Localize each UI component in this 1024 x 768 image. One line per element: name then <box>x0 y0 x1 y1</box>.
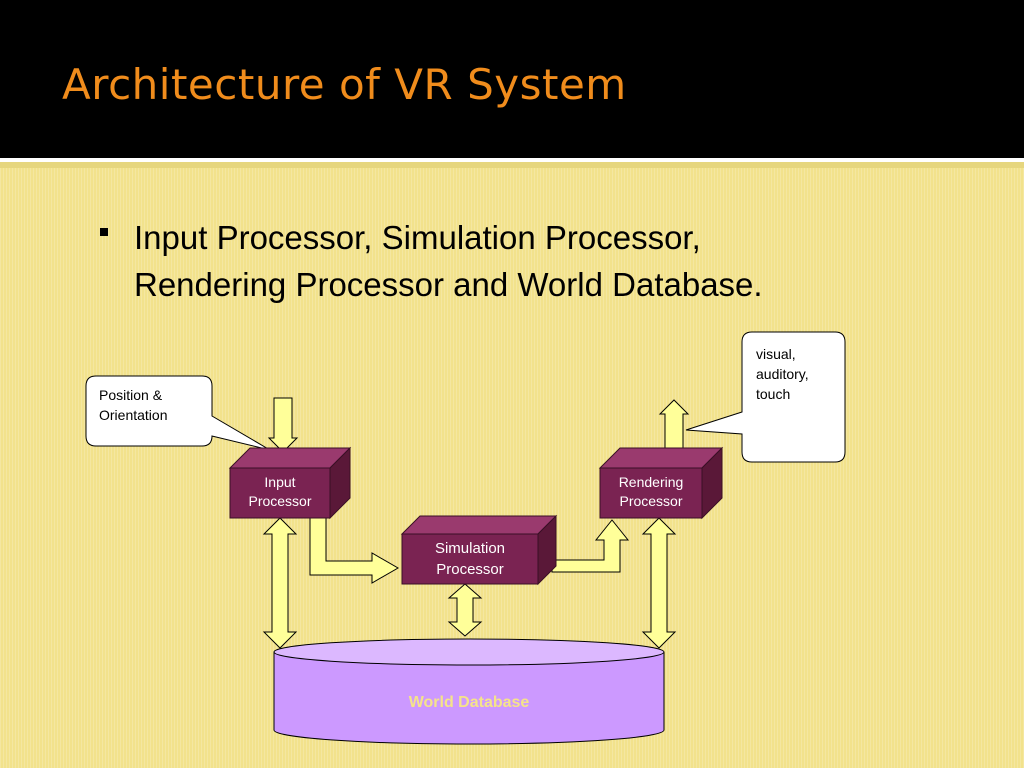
title-rule-shadow <box>0 162 1024 168</box>
title-rule <box>0 158 1024 162</box>
rendering-processor-line-1: Rendering <box>618 474 684 490</box>
bullet-text: Input Processor, Simulation Processor, R… <box>134 214 924 308</box>
simulation-processor-line-2: Processor <box>436 561 504 578</box>
world-database-cylinder <box>273 638 665 745</box>
arrow-up-from-rendering-icon <box>658 399 690 451</box>
simulation-processor-label: Simulation Processor <box>402 538 538 580</box>
rendering-processor-box <box>598 446 724 520</box>
input-processor-box <box>228 446 352 520</box>
input-processor-line-1: Input <box>264 474 296 490</box>
simulation-processor-box <box>400 514 558 586</box>
callout-output-line-3: touch <box>756 386 791 402</box>
callout-sensory-output-shape <box>685 331 846 463</box>
simulation-processor-line-1: Simulation <box>434 540 506 557</box>
input-processor-line-2: Processor <box>248 493 312 509</box>
callout-input-line-2: Orientation <box>99 407 168 423</box>
callout-position-orientation-shape <box>85 375 271 451</box>
callout-sensory-output: visual, auditory, touch <box>756 344 809 404</box>
input-processor-label: Input Processor <box>230 473 330 511</box>
arrow-input-database-icon <box>262 517 298 649</box>
callout-output-line-1: visual, <box>756 346 796 362</box>
arrow-simulation-to-rendering-icon <box>551 519 630 573</box>
callout-output-line-2: auditory, <box>756 366 809 382</box>
arrow-down-to-input-icon <box>267 397 299 453</box>
world-database-label: World Database <box>408 694 530 711</box>
arrow-simulation-database-icon <box>447 583 483 637</box>
rendering-processor-label: Rendering Processor <box>600 473 702 511</box>
callout-input-line-1: Position & <box>99 387 163 403</box>
rendering-processor-line-2: Processor <box>619 493 683 509</box>
slide-title: Architecture of VR System <box>62 60 627 109</box>
arrow-input-to-simulation-icon <box>309 517 400 584</box>
bullet-square-icon <box>100 228 108 236</box>
title-bar <box>0 0 1024 158</box>
bullet-line-1: Input Processor, Simulation Processor, <box>134 219 701 256</box>
callout-position-orientation: Position & Orientation <box>99 385 167 425</box>
bullet-line-2: Rendering Processor and World Database. <box>134 266 763 303</box>
arrow-rendering-database-icon <box>641 517 677 649</box>
